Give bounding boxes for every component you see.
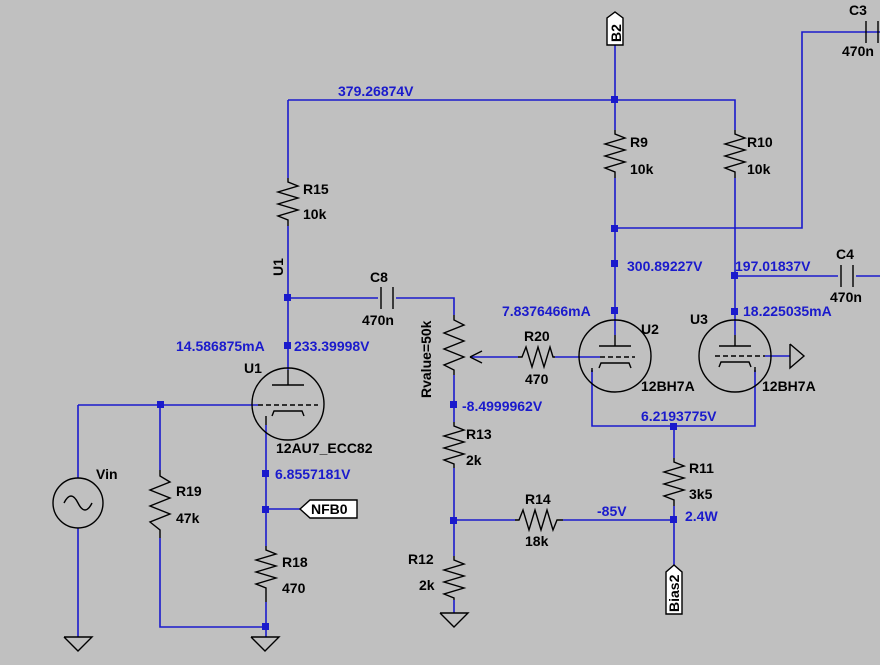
c4-value: 470n [830,289,862,305]
u1-model: 12AU7_ECC82 [276,440,373,456]
ann-pot-wiper-voltage: -8.4999962V [462,398,543,414]
u3-ref: U3 [690,311,708,327]
r19-value: 47k [176,510,200,526]
ann-u2-anode-voltage: 300.89227V [627,258,703,274]
potentiometer [442,315,483,375]
ground-symbols [63,343,806,652]
net-label-b2: B2 [608,24,624,42]
pot-ref: Rvalue=50k [418,320,434,398]
resistor-r20 [518,344,555,370]
c8-ref: C8 [370,269,388,285]
r20-value: 470 [525,371,549,387]
resistor-r14 [515,507,563,533]
net-flag-nfb0: NFB0 [298,499,358,519]
r20-ref: R20 [524,328,550,344]
r19-ref: R19 [176,483,202,499]
resistor-r10 [722,130,748,178]
u1-ref: U1 [244,360,262,376]
r10-value: 10k [747,161,771,177]
vin-ref: Vin [96,466,118,482]
tube-u3 [698,319,772,393]
c3-value: 470n [842,43,874,59]
capacitor-c4 [840,265,854,287]
r18-value: 470 [282,580,306,596]
r9-value: 10k [630,161,654,177]
resistor-r18 [253,546,279,602]
resistor-r12 [441,556,467,600]
tube-u2 [578,319,652,393]
r12-ref: R12 [408,551,434,567]
r15-ref: R15 [303,181,329,197]
u2-ref: U2 [641,321,659,337]
ann-u3-current: 18.225035mA [743,303,832,319]
ann-u2-current: 7.8376466mA [502,303,591,319]
c8-value: 470n [362,312,394,328]
r10-ref: R10 [747,134,773,150]
tube-u1 [251,367,325,441]
resistor-r15 [275,178,301,226]
r9-ref: R9 [630,134,648,150]
junction-nodes [157,96,738,630]
net-flag-b2: B2 [606,11,624,46]
c4-ref: C4 [836,246,854,262]
r18-ref: R18 [282,554,308,570]
r12-value: 2k [419,577,435,593]
ann-bias-voltage: -85V [597,503,627,519]
resistor-r11 [661,458,687,506]
r14-value: 18k [525,533,549,549]
ann-cathode-voltage: 6.2193775V [641,408,717,424]
u3-model: 12BH7A [762,378,816,394]
ann-u1-cathode-voltage: 6.8557181V [275,466,351,482]
u2-model: 12BH7A [641,378,695,394]
c3-ref: C3 [849,2,867,18]
capacitor-c3 [865,21,879,43]
resistor-r19 [148,470,172,538]
r14-ref: R14 [525,491,551,507]
ann-r11-power: 2.4W [685,508,718,524]
resistor-r9 [602,130,628,178]
ann-u1-current: 14.586875mA [176,338,265,354]
resistor-r13 [441,422,467,468]
r13-ref: R13 [466,426,492,442]
net-label-bias2: Bias2 [666,574,682,612]
wires [77,31,880,637]
net-label-nfb0: NFB0 [311,501,348,517]
net-flag-bias2: Bias2 [665,564,683,615]
ann-rail-voltage: 379.26874V [338,83,414,99]
r11-value: 3k5 [689,486,713,502]
r13-value: 2k [466,452,482,468]
r15-value: 10k [303,206,327,222]
ann-u1-anode-voltage: 233.39998V [294,338,370,354]
capacitor-c8 [380,287,394,309]
r11-ref: R11 [689,460,714,476]
voltage-source-vin [52,477,104,529]
net-label-u1: U1 [270,258,286,276]
ann-u3-anode-voltage: 197.01837V [735,258,811,274]
